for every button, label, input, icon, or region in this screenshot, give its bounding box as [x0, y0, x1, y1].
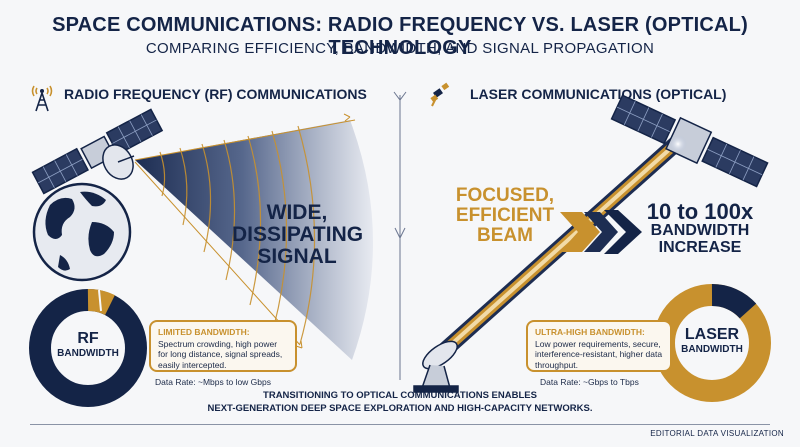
laser-beam [437, 132, 688, 358]
footer-message: TRANSITIONING TO OPTICAL COMMUNICATIONS … [0, 389, 800, 416]
laser-donut-label: LASER BANDWIDTH [672, 326, 752, 355]
ground-station-dish [413, 340, 459, 393]
bandwidth-increase: 10 to 100x BANDWIDTH INCREASE [640, 200, 760, 257]
rf-wavefronts [159, 125, 316, 345]
antenna-icon [30, 78, 54, 112]
rf-callout-head: LIMITED BANDWIDTH: [158, 327, 250, 337]
rf-donut-label2: BANDWIDTH [57, 348, 119, 359]
laser-donut-label2: BANDWIDTH [681, 344, 743, 355]
footer-line1: TRANSITIONING TO OPTICAL COMMUNICATIONS … [263, 390, 537, 401]
footer-line2: NEXT-GENERATION DEEP SPACE EXPLORATION A… [207, 403, 593, 415]
editorial-credit: EDITORIAL DATA VISUALIZATION [650, 429, 784, 438]
laser-beam-line3: BEAM [477, 224, 533, 246]
increase-line2: BANDWIDTH [650, 222, 750, 240]
laser-donut-label1: LASER [684, 326, 740, 343]
rf-signal-text: WIDE, DISSIPATING SIGNAL [232, 201, 364, 269]
laser-beam-line2: EFFICIENT [455, 204, 555, 226]
laser-callout: ULTRA-HIGH BANDWIDTH: Low power requirem… [526, 320, 672, 372]
increase-line1: 10 to 100x [646, 199, 754, 224]
bandwidth-arrow [560, 210, 642, 254]
rf-heading: RADIO FREQUENCY (RF) COMMUNICATIONS [64, 86, 367, 102]
page-subtitle: COMPARING EFFICIENCY, BANDWIDTH, AND SIG… [145, 40, 655, 57]
rf-callout-text: Spectrum crowding, high power for long d… [158, 338, 283, 370]
page-title: SPACE COMMUNICATIONS: RADIO FREQUENCY VS… [52, 14, 748, 59]
rf-callout: LIMITED BANDWIDTH: Spectrum crowding, hi… [149, 320, 297, 372]
rf-signal-line2: DISSIPATING [232, 223, 364, 247]
laser-heading: LASER COMMUNICATIONS (OPTICAL) [470, 86, 727, 102]
rf-signal-cone [135, 120, 374, 360]
laser-callout-text: Low power requirements, secure, interfer… [535, 338, 663, 370]
rf-bandwidth-donut [29, 289, 147, 407]
laser-callout-head: ULTRA-HIGH BANDWIDTH: [535, 327, 645, 337]
rf-signal-line3: SIGNAL [257, 245, 337, 269]
rf-signal-line1: WIDE, [266, 201, 328, 224]
rf-satellite [31, 108, 164, 195]
rf-data-rate: Data Rate: ~Mbps to low Gbps [155, 377, 271, 387]
laser-beam-line1: FOCUSED, [455, 185, 555, 206]
laser-beam-text: FOCUSED, EFFICIENT BEAM [450, 186, 560, 246]
laser-satellite [610, 94, 769, 188]
rf-donut-label1: RF [77, 330, 99, 347]
earth-globe [32, 182, 132, 282]
laser-data-rate: Data Rate: ~Gbps to Tbps [540, 377, 639, 387]
increase-line3: INCREASE [658, 238, 742, 256]
rf-donut-label: RF BANDWIDTH [48, 330, 128, 359]
laser-satellite-icon [430, 80, 456, 108]
footer-rule [30, 424, 770, 425]
